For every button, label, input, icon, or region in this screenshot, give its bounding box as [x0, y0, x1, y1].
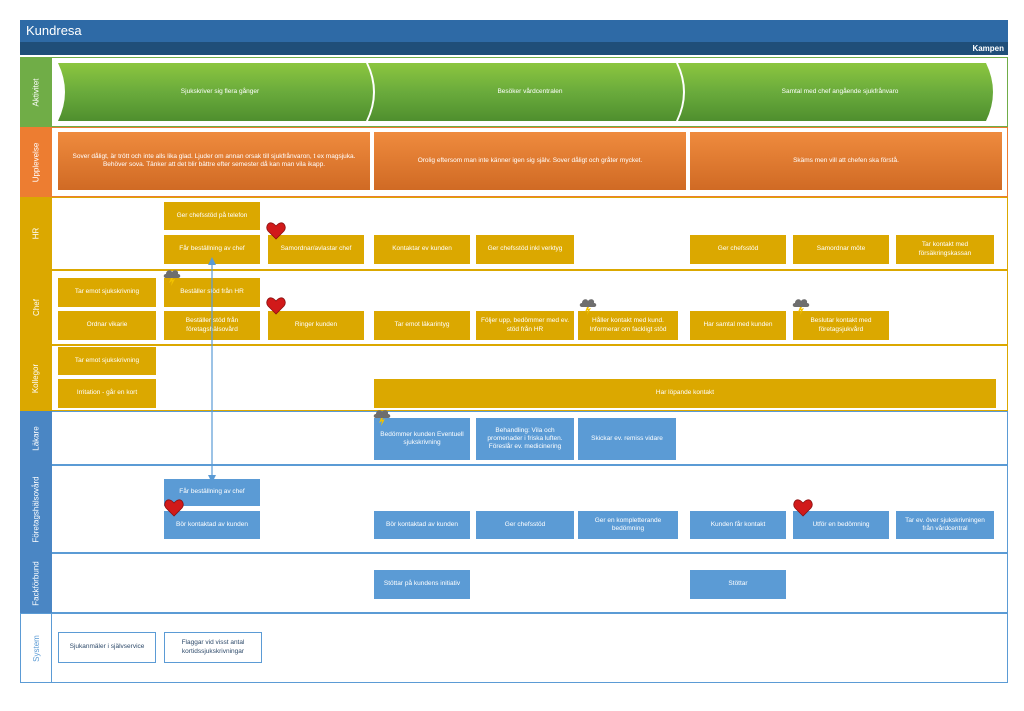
lane-label-kollegor: Kollegor [20, 345, 52, 411]
experience-2: Orolig eftersom man inte känner igen sig… [374, 132, 686, 190]
heart-icon [793, 499, 813, 517]
lane-label-aktivitet: Aktivitet [20, 57, 52, 127]
hr-box: Samordnar/avlastar chef [268, 235, 364, 264]
lane-label-foretagshalsovard: Företagshälsovård [20, 465, 52, 553]
chef-box: Beslutar kontakt med företagsjukvård [793, 311, 889, 340]
chef-box: Ordnar vikarie [58, 311, 156, 340]
lakare-box: Skickar ev. remiss vidare [578, 418, 676, 460]
fhv-box: Tar ev. över sjukskrivningen från vårdce… [896, 511, 994, 539]
storm-cloud-icon [373, 410, 391, 426]
chef-box: Följer upp, bedömmer med ev. stöd från H… [476, 311, 574, 340]
hr-box: Ger chefsstöd [690, 235, 786, 264]
hr-box: Ger chefsstöd inkl verktyg [476, 235, 574, 264]
fhv-box: Utför en bedömning [793, 511, 889, 539]
activity-chevrons [58, 63, 993, 121]
experience-3: Skäms men vill att chefen ska förstå. [690, 132, 1002, 190]
storm-cloud-icon [579, 299, 597, 315]
hr-box: Samordnar möte [793, 235, 889, 264]
lakare-box: Behandling: Vila och promenader i friska… [476, 418, 574, 460]
activity-chevron-2 [368, 63, 683, 121]
chef-box: Tar emot läkarintyg [374, 311, 470, 340]
chef-box: Tar emot sjukskrivning [58, 278, 156, 307]
activity-label-1: Sjukskriver sig flera gånger [180, 87, 260, 95]
kollegor-box: Irritation - går en kort [58, 379, 156, 408]
page-subtitle: Kampen [20, 42, 1008, 55]
chef-box: Håller kontakt med kund. Informerar om f… [578, 311, 678, 340]
experience-1: Sover dåligt, är trött och inte alls lik… [58, 132, 370, 190]
kollegor-box: Tar emot sjukskrivning [58, 347, 156, 375]
system-box: Sjukanmäler i självservice [58, 632, 156, 663]
fhv-box: Ger en kompletterande bedömning [578, 511, 678, 539]
fhv-box: Bör kontaktad av kunden [164, 511, 260, 539]
activity-chevron-1 [58, 63, 373, 121]
activity-chevron-3 [678, 63, 993, 121]
lane-label-hr: HR [20, 197, 52, 270]
hr-box: Tar kontakt med försäkringskassan [896, 235, 994, 264]
lane-label-upplevelse: Upplevelse [20, 127, 52, 197]
heart-icon [266, 297, 286, 315]
fhv-box: Bör kontaktad av kunden [374, 511, 470, 539]
fack-box: Stöttar på kundens initiativ [374, 570, 470, 599]
lane-label-system: System [20, 613, 52, 683]
fack-box: Stöttar [690, 570, 786, 599]
page-title: Kundresa [20, 20, 1008, 42]
heart-icon [164, 499, 184, 517]
lakare-box: Bedömmer kunden Eventuell sjukskrivning [374, 418, 470, 460]
heart-icon [266, 222, 286, 240]
lane-fackforbund [20, 553, 1008, 613]
hr-box: Ger chefsstöd på telefon [164, 202, 260, 230]
chef-box: Har samtal med kunden [690, 311, 786, 340]
chef-box: Ringer kunden [268, 311, 364, 340]
storm-cloud-icon [792, 299, 810, 315]
fhv-box: Kunden får kontakt [690, 511, 786, 539]
lane-label-chef: Chef [20, 270, 52, 345]
hr-box: Kontaktar ev kunden [374, 235, 470, 264]
storm-cloud-icon [163, 270, 181, 286]
lane-label-fackforbund: Fackförbund [20, 553, 52, 613]
lane-label-lakare: Läkare [20, 411, 52, 465]
kollegor-box-wide: Har löpande kontakt [374, 379, 996, 408]
fhv-box: Ger chefsstöd [476, 511, 574, 539]
activity-label-3: Samtal med chef angående sjukfrånvaro [781, 87, 899, 95]
activity-label-2: Besöker vårdcentralen [497, 87, 563, 95]
system-box: Flaggar vid visst antal kortidssjukskriv… [164, 632, 262, 663]
connector-arrow [208, 257, 216, 483]
